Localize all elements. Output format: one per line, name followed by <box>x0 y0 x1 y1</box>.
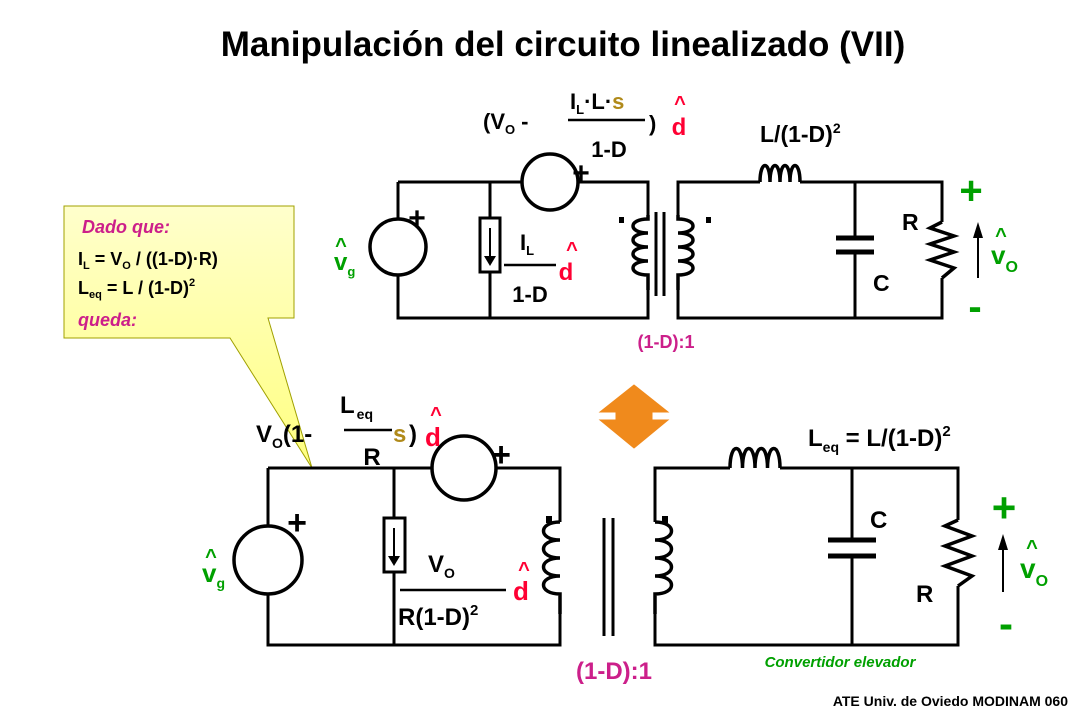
svg-text:s: s <box>393 421 406 448</box>
bottom-circuit <box>232 434 978 647</box>
top-inductor-label: L/(1-D)2 <box>760 120 841 147</box>
top-vg-label: ^ vg <box>334 235 355 279</box>
svg-text:Leq = L / (1-D)2: Leq = L / (1-D)2 <box>78 277 195 301</box>
callout-box <box>63 205 313 469</box>
svg-text:vg: vg <box>202 558 225 591</box>
page-title: Manipulación del circuito linealizado (V… <box>221 25 906 64</box>
bottom-source-plus: + <box>491 436 511 474</box>
svg-text:Dado que:: Dado que: <box>82 217 170 237</box>
top-d: d <box>672 114 687 141</box>
svg-text:d: d <box>513 576 529 606</box>
svg-text:^: ^ <box>335 235 347 257</box>
top-source-plus: + <box>572 157 590 190</box>
svg-text:^: ^ <box>430 404 442 426</box>
top-current-expression: IL 1-D ^ d <box>504 230 578 307</box>
top-inductor <box>758 163 802 183</box>
svg-text:1-D: 1-D <box>512 282 547 307</box>
top-out-minus: - <box>968 285 981 329</box>
bottom-vg-label: ^ vg <box>202 546 225 591</box>
svg-text:R: R <box>363 444 380 471</box>
svg-text:vg: vg <box>334 249 355 279</box>
top-transformer-core <box>654 212 666 296</box>
bottom-vo-label: ^ vO <box>1020 537 1048 590</box>
svg-text:queda:: queda: <box>78 310 137 330</box>
svg-text:IL·L·s: IL·L·s <box>570 89 624 117</box>
top-input-voltage-source <box>368 217 428 277</box>
svg-text:vO: vO <box>991 240 1018 276</box>
svg-text:^: ^ <box>995 225 1007 247</box>
bottom-current-expression: VO R(1-D)2 ^ d <box>398 551 530 631</box>
top-out-plus: + <box>959 169 982 213</box>
bottom-r-label: R <box>916 581 933 608</box>
bottom-out-plus: + <box>992 484 1017 531</box>
bottom-input-voltage-source <box>232 524 304 596</box>
svg-text:VO(1-: VO(1- <box>256 421 312 451</box>
converter-caption: Convertidor elevador <box>765 654 917 671</box>
svg-text:VO: VO <box>428 551 455 581</box>
top-circuit <box>368 152 960 320</box>
svg-text:^: ^ <box>1026 537 1038 559</box>
svg-text:Leq: Leq <box>340 392 373 422</box>
svg-text:IL: IL <box>520 230 534 258</box>
svg-text:vO: vO <box>1020 553 1048 590</box>
top-dot-marker <box>619 217 624 223</box>
top-c-label: C <box>873 270 890 296</box>
top-vo-label: ^ vO <box>991 225 1018 276</box>
svg-text:^: ^ <box>205 546 217 568</box>
bottom-inductor-label: Leq = L/(1-D)2 <box>808 423 951 455</box>
bottom-vg-plus: + <box>287 504 307 542</box>
bottom-capacitor <box>828 537 876 559</box>
bottom-dependent-voltage-source <box>430 434 498 502</box>
top-resistor <box>924 220 960 280</box>
credit-footer: ATE Univ. de Oviedo MODINAM 060 <box>833 693 1068 709</box>
svg-text:d: d <box>559 259 574 286</box>
top-dot-marker <box>706 217 711 223</box>
bottom-dot-marker <box>546 516 552 523</box>
bottom-dot-marker <box>662 516 668 523</box>
svg-text:d: d <box>425 422 441 452</box>
svg-text:IL = VO / ((1-D)·R): IL = VO / ((1-D)·R) <box>78 249 218 272</box>
svg-text:): ) <box>409 421 417 448</box>
svg-text:^: ^ <box>566 239 578 261</box>
svg-text:(VO-: (VO- <box>483 109 528 137</box>
bottom-out-minus: - <box>999 600 1013 647</box>
bottom-inductor <box>728 446 782 469</box>
bottom-ratio: (1-D):1 <box>576 658 652 685</box>
top-source-expression: (VO- IL·L·s 1-D ) ^ d <box>483 89 686 162</box>
bottom-transformer-core <box>602 518 615 636</box>
top-dependent-voltage-source <box>520 152 580 212</box>
svg-text:R(1-D)2: R(1-D)2 <box>398 602 478 631</box>
svg-text:1-D: 1-D <box>591 137 626 162</box>
bottom-circuit-details <box>388 516 1008 592</box>
svg-text:): ) <box>649 111 656 136</box>
top-d-hat: ^ <box>674 93 686 115</box>
callout: Dado que: IL = VO / ((1-D)·R) Leq = L / … <box>63 205 313 469</box>
bottom-resistor <box>939 518 978 588</box>
top-r-label: R <box>902 209 919 235</box>
top-circuit-details <box>484 217 983 278</box>
bottom-c-label: C <box>870 507 887 534</box>
equivalence-arrow <box>598 384 670 449</box>
top-vg-plus: + <box>408 202 426 235</box>
top-ratio: (1-D):1 <box>638 332 695 352</box>
svg-text:^: ^ <box>518 559 530 581</box>
top-capacitor <box>836 235 874 255</box>
